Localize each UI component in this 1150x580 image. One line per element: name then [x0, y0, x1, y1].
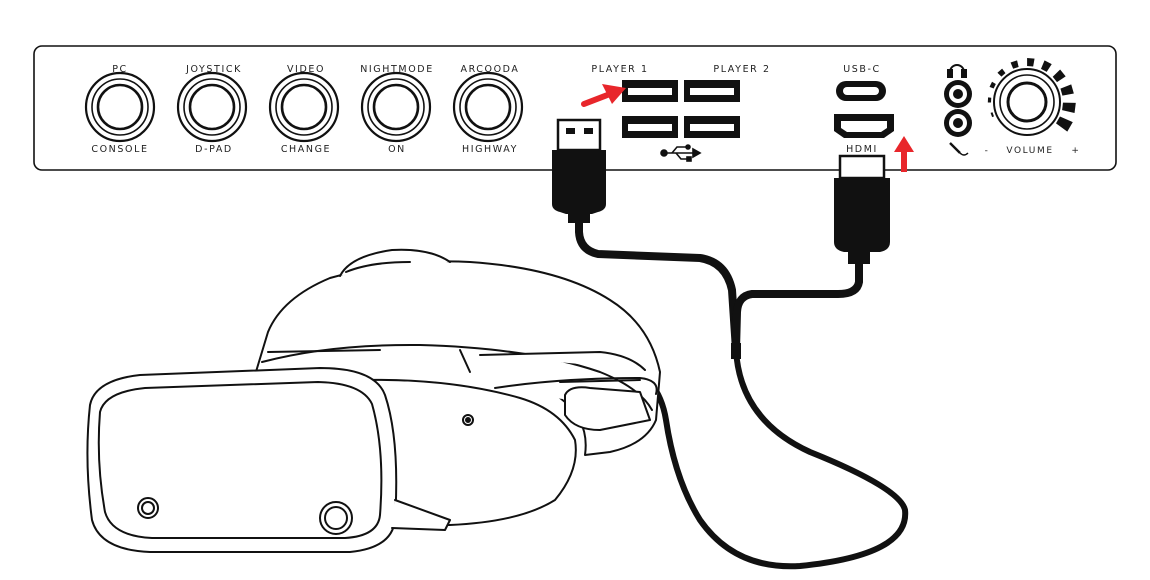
- microphone-jack[interactable]: [944, 109, 972, 137]
- volume-tick: [1062, 102, 1076, 113]
- button-top-label: ARCOODA: [460, 64, 519, 75]
- button-arcooda-highway[interactable]: ARCOODA HIGHWAY: [452, 64, 524, 155]
- volume-minus-label: -: [985, 146, 990, 156]
- player2-label: PLAYER 2: [713, 64, 770, 75]
- button-joystick-dpad[interactable]: JOYSTICK D-PAD: [176, 64, 248, 155]
- volume-tick: [987, 97, 992, 103]
- usb-port-player2-top[interactable]: [684, 80, 740, 102]
- usbc-label: USB-C: [843, 64, 881, 75]
- hdmi-label: HDMI: [846, 144, 878, 155]
- volume-tick: [997, 68, 1006, 77]
- button-video-change[interactable]: VIDEO CHANGE: [268, 64, 340, 155]
- usbc-port[interactable]: [836, 81, 886, 101]
- volume-tick: [990, 112, 994, 118]
- arrow-to-usb-port: [581, 84, 626, 107]
- headphone-jack[interactable]: [944, 80, 972, 108]
- volume-scale: [987, 58, 1076, 132]
- volume-plus-label: +: [1071, 146, 1080, 156]
- button-bottom-label: ON: [388, 144, 406, 155]
- usb-port-player1-bottom[interactable]: [622, 116, 678, 138]
- button-bottom-label: D-PAD: [195, 144, 233, 155]
- button-bottom-label: CHANGE: [281, 144, 331, 155]
- button-nightmode-on[interactable]: NIGHTMODE ON: [360, 64, 434, 155]
- usb-port-group: [622, 80, 740, 138]
- player1-label: PLAYER 1: [591, 64, 648, 75]
- volume-tick: [1027, 58, 1035, 67]
- vr-headset-icon: [86, 248, 661, 553]
- volume-tick: [1056, 116, 1073, 132]
- usb-a-plug-icon: [552, 118, 606, 223]
- button-top-label: JOYSTICK: [185, 64, 242, 75]
- headphone-icon: [947, 64, 967, 78]
- hdmi-plug-icon: [834, 154, 890, 264]
- usb-port-player1-top[interactable]: [622, 80, 678, 102]
- microphone-icon: [949, 142, 969, 156]
- button-top-label: PC: [112, 64, 128, 75]
- button-top-label: VIDEO: [287, 64, 325, 75]
- volume-tick: [1010, 60, 1019, 69]
- volume-tick: [1060, 84, 1074, 96]
- button-bottom-label: CONSOLE: [91, 144, 148, 155]
- arrow-to-hdmi-port: [894, 136, 914, 172]
- volume-tick: [989, 81, 996, 89]
- usb-port-player2-bottom[interactable]: [684, 116, 740, 138]
- hdmi-port[interactable]: [834, 114, 894, 138]
- volume-knob[interactable]: [993, 68, 1061, 136]
- volume-tick: [1040, 60, 1052, 72]
- button-bottom-label: HIGHWAY: [462, 144, 518, 155]
- volume-tick: [1052, 69, 1066, 83]
- volume-label: VOLUME: [1006, 146, 1053, 156]
- button-pc-console[interactable]: PC CONSOLE: [84, 64, 156, 155]
- button-top-label: NIGHTMODE: [360, 64, 434, 75]
- usb-icon: [660, 144, 702, 162]
